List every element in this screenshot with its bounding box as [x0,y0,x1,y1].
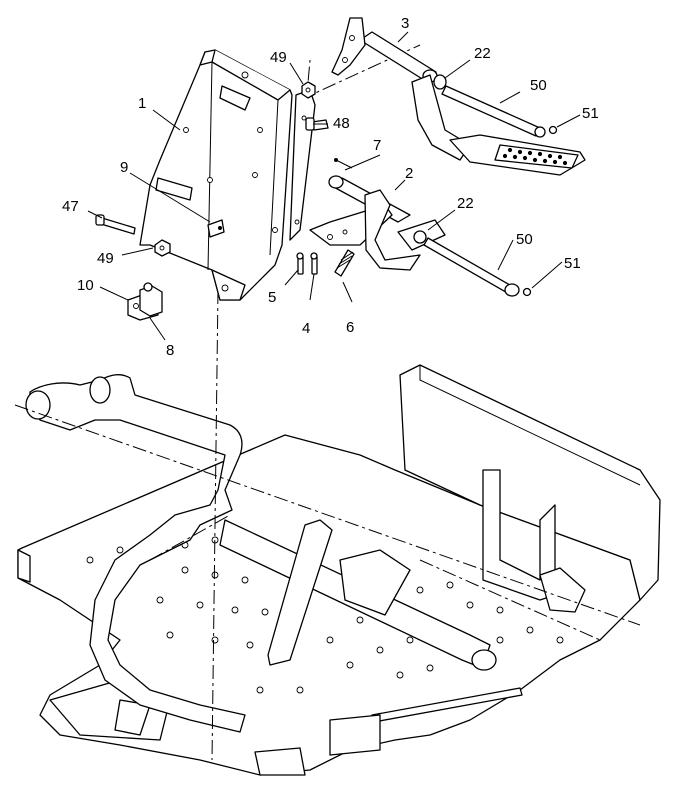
callout-49-lower: 49 [97,250,114,267]
pedal-assembly-part-3 [331,17,586,176]
pedal-assembly-part-2 [296,158,532,297]
switch-part-8 [139,282,163,317]
callout-10: 10 [77,277,94,294]
pedal-bracket-part-1 [139,49,316,301]
callout-4: 4 [302,320,310,337]
pedal-pad-dots-upper [502,147,568,166]
callout-6: 6 [346,319,354,336]
leader-lines [87,31,581,341]
spring-part-6 [334,249,355,277]
roll-bar-tube [25,374,497,733]
bolts-part-4-5 [296,252,318,275]
callout-51-lower: 51 [564,255,581,272]
callout-50-lower: 50 [516,231,533,248]
nut-part-49-lower [154,239,171,257]
callout-22-upper: 22 [474,45,491,62]
callout-8: 8 [166,342,174,359]
callout-22-lower: 22 [457,195,474,212]
callout-9: 9 [120,159,128,176]
callout-47: 47 [62,198,79,215]
callout-51-upper: 51 [582,105,599,122]
callout-50-upper: 50 [530,77,547,94]
bolt-part-9 [207,219,225,238]
callout-3: 3 [401,15,409,32]
bolt-part-47 [95,214,136,235]
callout-2: 2 [405,165,413,182]
callout-48: 48 [333,115,350,132]
callout-5: 5 [268,289,276,306]
callout-1: 1 [138,95,146,112]
callout-7: 7 [373,137,381,154]
callout-49-upper: 49 [270,49,287,66]
callout-labels: 1 2 3 4 5 6 7 8 9 10 22 22 47 48 49 49 5… [62,15,599,359]
nut-part-49-upper [301,81,316,99]
